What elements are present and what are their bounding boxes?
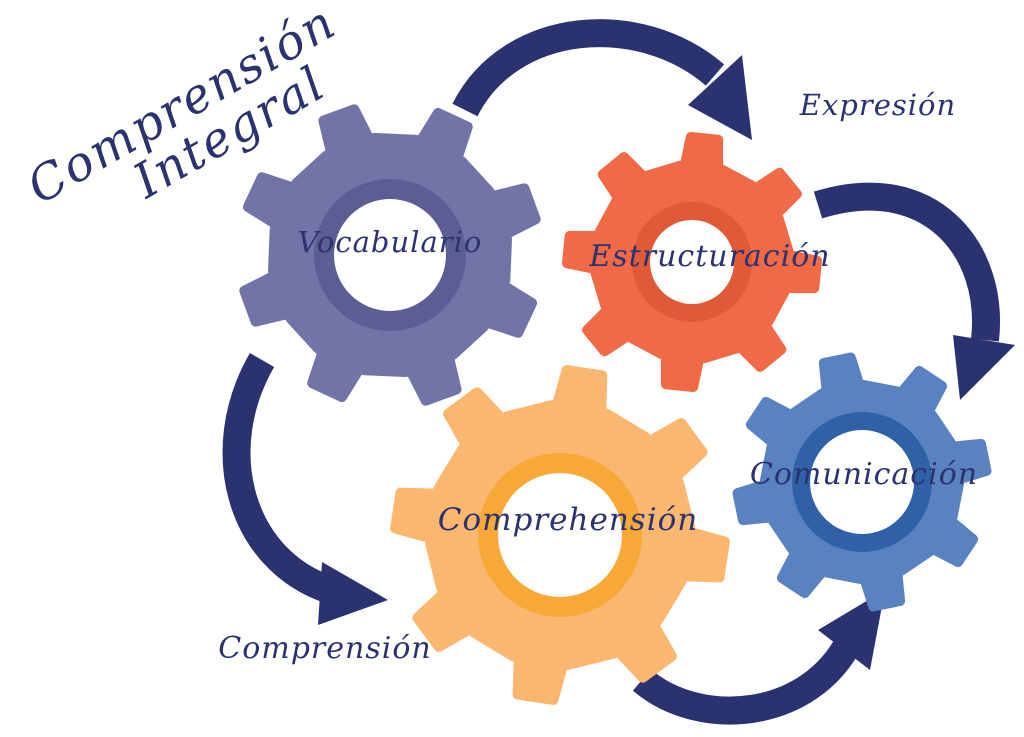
arrow-comprension	[222, 353, 335, 604]
arrow-expresion	[452, 19, 725, 117]
gear-label-comunicacion: Comunicación	[750, 457, 978, 492]
gear-comprehension	[390, 365, 730, 705]
gear-comunicacion	[732, 352, 992, 612]
gear-label-estructuracion: Estructuración	[588, 239, 830, 274]
arrow-bottom-head	[818, 590, 885, 670]
gear-label-vocabulario: Vocabulario	[298, 225, 483, 259]
arrow-right-head	[953, 335, 1015, 400]
gear-hole-estructuracion	[650, 220, 734, 304]
arrows-group	[222, 19, 1015, 725]
gear-hole-vocabulario	[334, 199, 446, 311]
gear-hole-comunicacion	[810, 430, 914, 534]
gear-estructuracion	[562, 132, 822, 392]
arrow-label-expresion: Expresión	[799, 88, 956, 122]
arrow-bottom	[632, 633, 863, 725]
gear-hole-comprehension	[498, 473, 622, 597]
arrow-label-comprension: Comprensión	[218, 631, 431, 666]
gear-label-comprehension: Comprehensión	[438, 502, 699, 538]
arrow-expresion-head	[688, 55, 752, 140]
arrow-right	[813, 182, 1000, 342]
gear-vocabulario	[239, 104, 541, 406]
arrow-comprension-head	[318, 562, 388, 625]
